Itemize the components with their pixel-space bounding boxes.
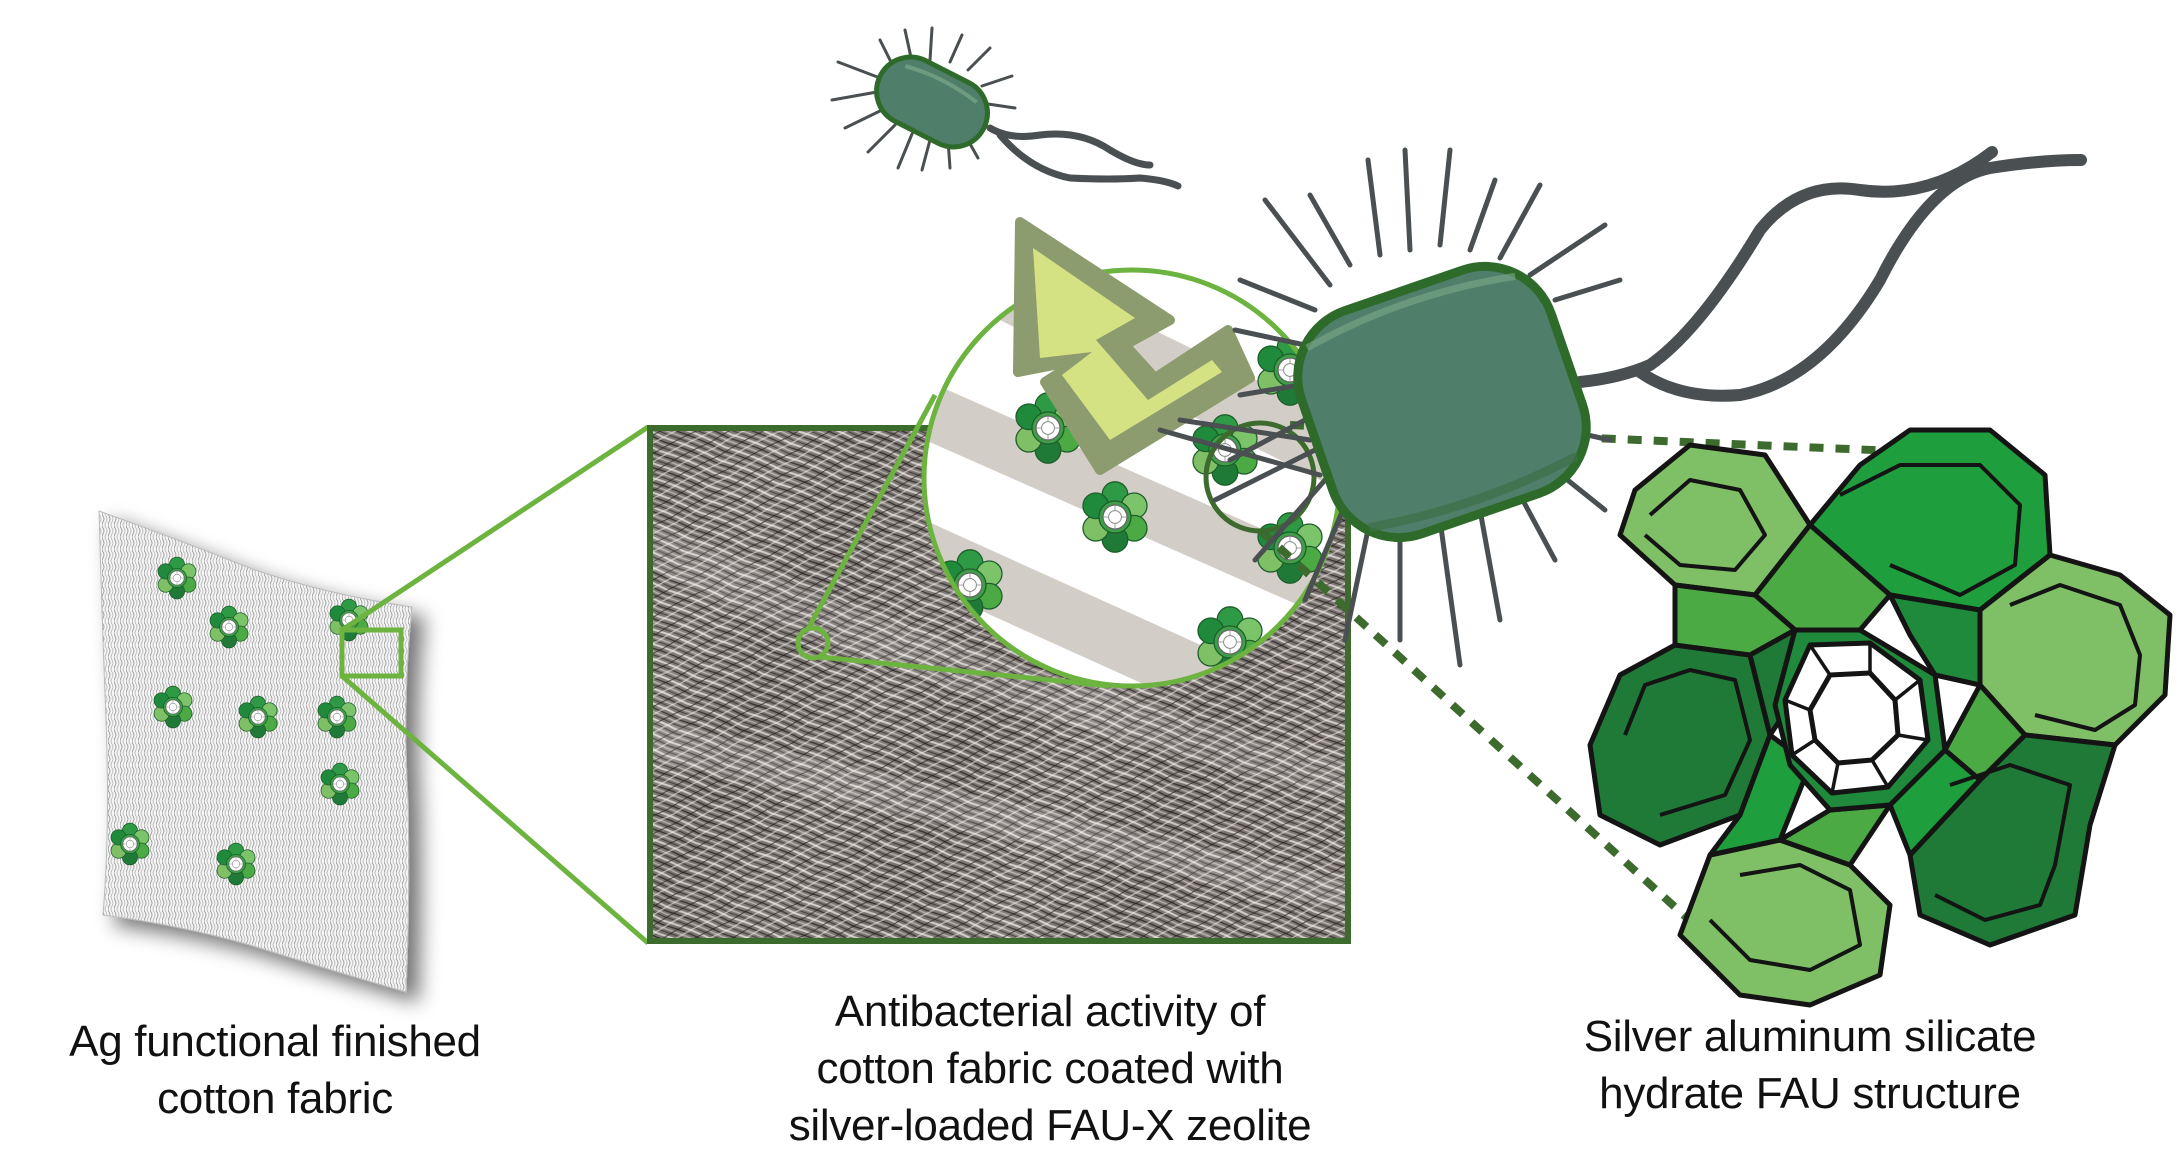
- caption-antibacterial-activity: Antibacterial activity of cotton fabric …: [700, 983, 1400, 1154]
- caption-right-line-2: hydrate FAU structure: [1599, 1069, 2021, 1118]
- caption-fau-structure: Silver aluminum silicate hydrate FAU str…: [1530, 1008, 2090, 1122]
- lightning-arrow-icon: [1013, 217, 1255, 475]
- caption-fabric-line-1: Ag functional finished: [69, 1017, 481, 1066]
- cotton-fabric-sheet: [98, 510, 413, 993]
- bacterium-small: [830, 26, 1182, 190]
- caption-fabric: Ag functional finished cotton fabric: [10, 1013, 540, 1127]
- caption-mid-line-2: cotton fabric coated with: [816, 1044, 1284, 1093]
- magnifier-cone: [795, 393, 1111, 689]
- caption-fabric-line-2: cotton fabric: [157, 1074, 393, 1123]
- fabric-zoom-indicator: [339, 424, 650, 945]
- bacterium-large: [1157, 146, 2087, 668]
- caption-mid-line-3: silver-loaded FAU-X zeolite: [788, 1101, 1312, 1150]
- caption-right-line-1: Silver aluminum silicate: [1583, 1012, 2037, 1061]
- caption-mid-line-1: Antibacterial activity of: [834, 987, 1266, 1036]
- zeolite-projection-lines: [1257, 421, 1896, 951]
- fau-zeolite-cage-icon: [1587, 427, 2173, 1008]
